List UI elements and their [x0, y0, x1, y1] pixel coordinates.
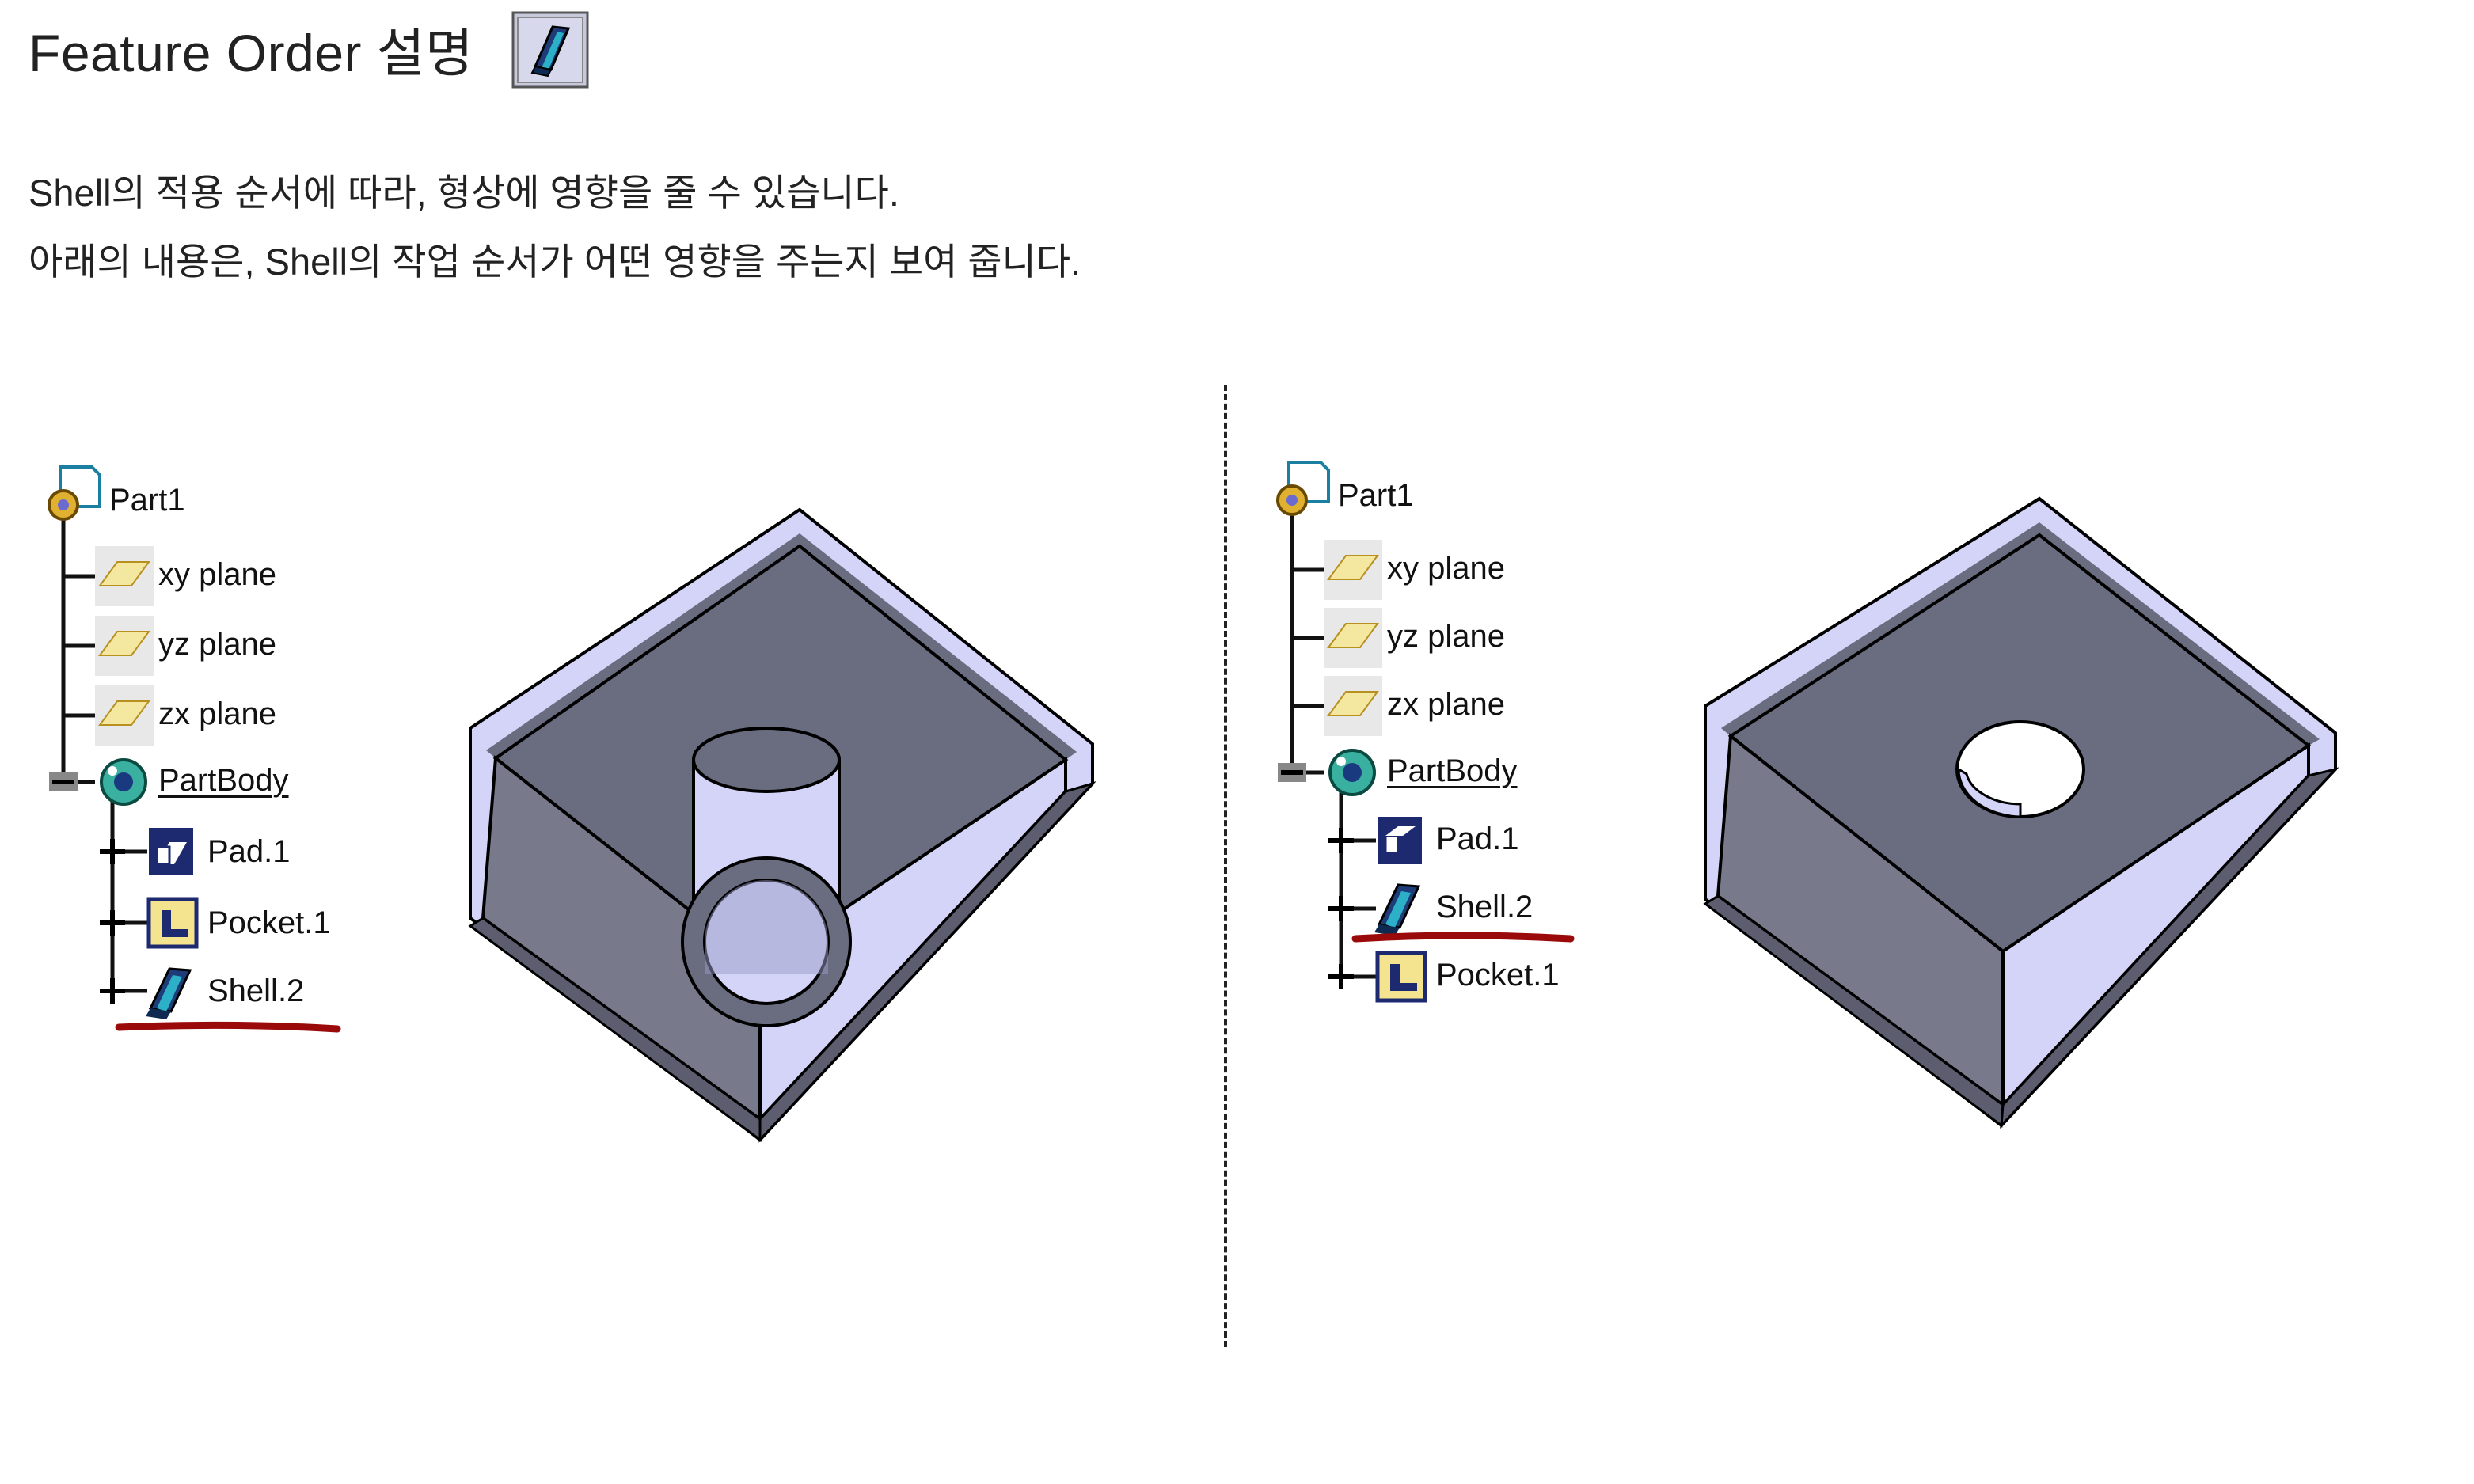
tree-node-zx-plane[interactable]: zx plane	[158, 696, 276, 731]
plane-icon	[1324, 608, 1382, 668]
part-icon	[1276, 461, 1330, 516]
plane-icon	[95, 546, 154, 606]
shell-feature-icon	[511, 11, 589, 89]
part-icon	[48, 465, 101, 521]
body-icon	[100, 758, 147, 806]
shell-icon	[146, 967, 192, 1019]
tree-node-shell2[interactable]: Shell.2	[207, 974, 305, 1008]
expand-icon[interactable]	[100, 910, 125, 936]
spec-tree-right: Part1 xy plane yz plane zx plane PartBod…	[1265, 454, 1613, 1135]
tree-node-pocket1[interactable]: Pocket.1	[1436, 958, 1560, 992]
tree-connectors	[1276, 461, 1575, 1003]
model-view-left	[468, 507, 1096, 1143]
highlight-underline	[115, 1021, 341, 1033]
pocket-icon	[1375, 951, 1427, 1003]
plane-icon	[1324, 540, 1382, 600]
model-view-right	[1703, 496, 2339, 1129]
description-line-2: 아래의 내용은, Shell의 작업 순서가 어떤 영향을 주는지 보여 줍니다…	[29, 241, 1081, 283]
tree-node-part1[interactable]: Part1	[109, 483, 185, 518]
collapse-icon[interactable]	[49, 772, 78, 791]
plane-icon	[1324, 676, 1382, 736]
expand-icon[interactable]	[100, 978, 125, 1004]
tree-node-part1[interactable]: Part1	[1338, 478, 1414, 513]
expand-icon[interactable]	[1328, 964, 1354, 989]
tree-node-yz-plane[interactable]: yz plane	[1387, 619, 1505, 654]
panel-divider	[1224, 385, 1227, 1347]
expand-icon[interactable]	[1328, 828, 1354, 853]
collapse-icon[interactable]	[1278, 763, 1306, 782]
body-icon	[1328, 749, 1376, 796]
pad-icon	[1378, 817, 1422, 864]
expand-icon[interactable]	[100, 839, 125, 864]
plane-icon	[95, 616, 154, 676]
page-title: Feature Order 설명	[29, 24, 474, 82]
spec-tree-left: Part1 xy plane yz plane zx plane PartBod…	[36, 459, 385, 1140]
tree-node-xy-plane[interactable]: xy plane	[1387, 551, 1505, 586]
tree-node-pad1[interactable]: Pad.1	[1436, 822, 1519, 856]
tree-connectors	[48, 465, 341, 1033]
tree-node-yz-plane[interactable]: yz plane	[158, 627, 276, 662]
plane-icon	[95, 685, 154, 746]
expand-icon[interactable]	[1328, 896, 1354, 921]
pocket-icon	[146, 897, 199, 949]
description-line-1: Shell의 적용 순서에 따라, 형상에 영향을 줄 수 있습니다.	[29, 172, 899, 214]
tree-node-shell2[interactable]: Shell.2	[1436, 890, 1533, 924]
shell-icon	[1374, 883, 1421, 936]
tree-node-xy-plane[interactable]: xy plane	[158, 557, 276, 592]
tree-node-pad1[interactable]: Pad.1	[207, 834, 291, 869]
tree-node-zx-plane[interactable]: zx plane	[1387, 687, 1505, 722]
tree-node-partbody[interactable]: PartBody	[158, 763, 289, 798]
pad-icon	[149, 828, 193, 875]
tree-node-partbody[interactable]: PartBody	[1387, 753, 1518, 788]
highlight-underline	[1351, 932, 1575, 943]
tree-node-pocket1[interactable]: Pocket.1	[207, 905, 331, 940]
